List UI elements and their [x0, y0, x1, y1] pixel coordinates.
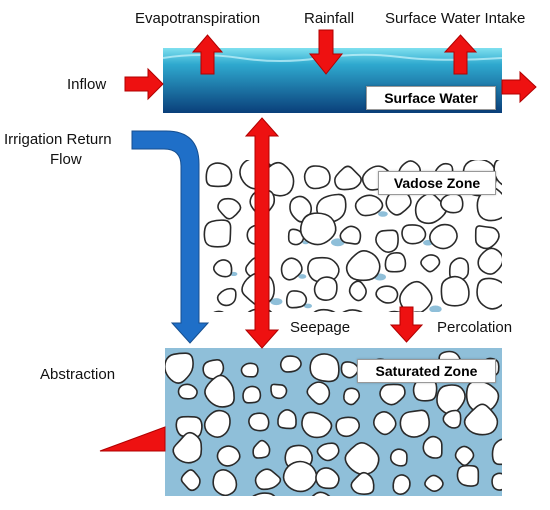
- soil-grain: [271, 500, 300, 505]
- outflow-arrow: [502, 72, 536, 102]
- soil-grain: [457, 466, 478, 486]
- soil-grain: [441, 277, 469, 306]
- soil-grain: [441, 194, 463, 213]
- pore-water: [363, 332, 375, 339]
- soil-grain: [214, 260, 232, 277]
- soil-grain: [315, 277, 337, 300]
- soil-grain: [204, 220, 230, 247]
- soil-grain: [301, 213, 336, 244]
- soil-grain: [506, 419, 524, 437]
- soil-grain: [305, 166, 330, 188]
- irrigation-return-flow-arrow: [132, 131, 208, 343]
- soil-grain: [281, 356, 301, 372]
- soil-grain: [278, 410, 296, 429]
- soil-grain: [402, 225, 426, 244]
- soil-grain: [494, 159, 526, 187]
- soil-grain: [425, 475, 443, 491]
- soil-grain: [206, 163, 231, 186]
- abstraction-label: Abstraction: [40, 366, 115, 384]
- soil-grain: [249, 413, 269, 431]
- soil-grain: [243, 386, 260, 402]
- soil-grain: [350, 281, 367, 300]
- inflow-label: Inflow: [67, 76, 106, 94]
- soil-grain: [492, 439, 515, 464]
- soil-grain: [492, 473, 510, 490]
- soil-grain: [430, 225, 457, 249]
- inflow-arrow: [125, 69, 163, 99]
- soil-grain: [287, 291, 307, 308]
- percolation-arrow: [391, 307, 422, 342]
- soil-grain: [356, 195, 383, 215]
- soil-grain: [284, 461, 317, 491]
- soil-grain: [393, 475, 410, 494]
- soil-grain: [341, 362, 358, 378]
- soil-grain: [271, 384, 287, 398]
- soil-grain: [452, 501, 475, 505]
- irrigation-return-flow-label-line1: Irrigation Return: [4, 131, 112, 149]
- evapotranspiration-label: Evapotranspiration: [135, 10, 260, 28]
- soil-grain: [211, 311, 228, 325]
- soil-grain: [310, 354, 339, 382]
- soil-grain: [178, 384, 197, 399]
- percolation-label: Percolation: [437, 319, 512, 337]
- seepage-label: Seepage: [290, 319, 350, 337]
- pore-water: [378, 211, 388, 217]
- saturated-zone-box: Saturated Zone: [357, 359, 496, 383]
- abstraction-arrow: [100, 427, 165, 451]
- soil-grain: [391, 449, 407, 466]
- surface-water-box: Surface Water: [366, 86, 496, 110]
- rainfall-label: Rainfall: [304, 10, 354, 28]
- soil-grain: [217, 446, 239, 466]
- soil-grain: [241, 363, 257, 377]
- soil-grain: [477, 278, 508, 308]
- soil-grain: [423, 437, 442, 458]
- soil-grain: [400, 410, 429, 437]
- soil-grain: [385, 253, 405, 272]
- pore-water: [429, 306, 441, 313]
- vadose-zone-box: Vadose Zone: [378, 171, 496, 195]
- irrigation-return-flow-label-line2: Flow: [50, 151, 82, 169]
- surface-water-intake-label: Surface Water Intake: [385, 10, 525, 28]
